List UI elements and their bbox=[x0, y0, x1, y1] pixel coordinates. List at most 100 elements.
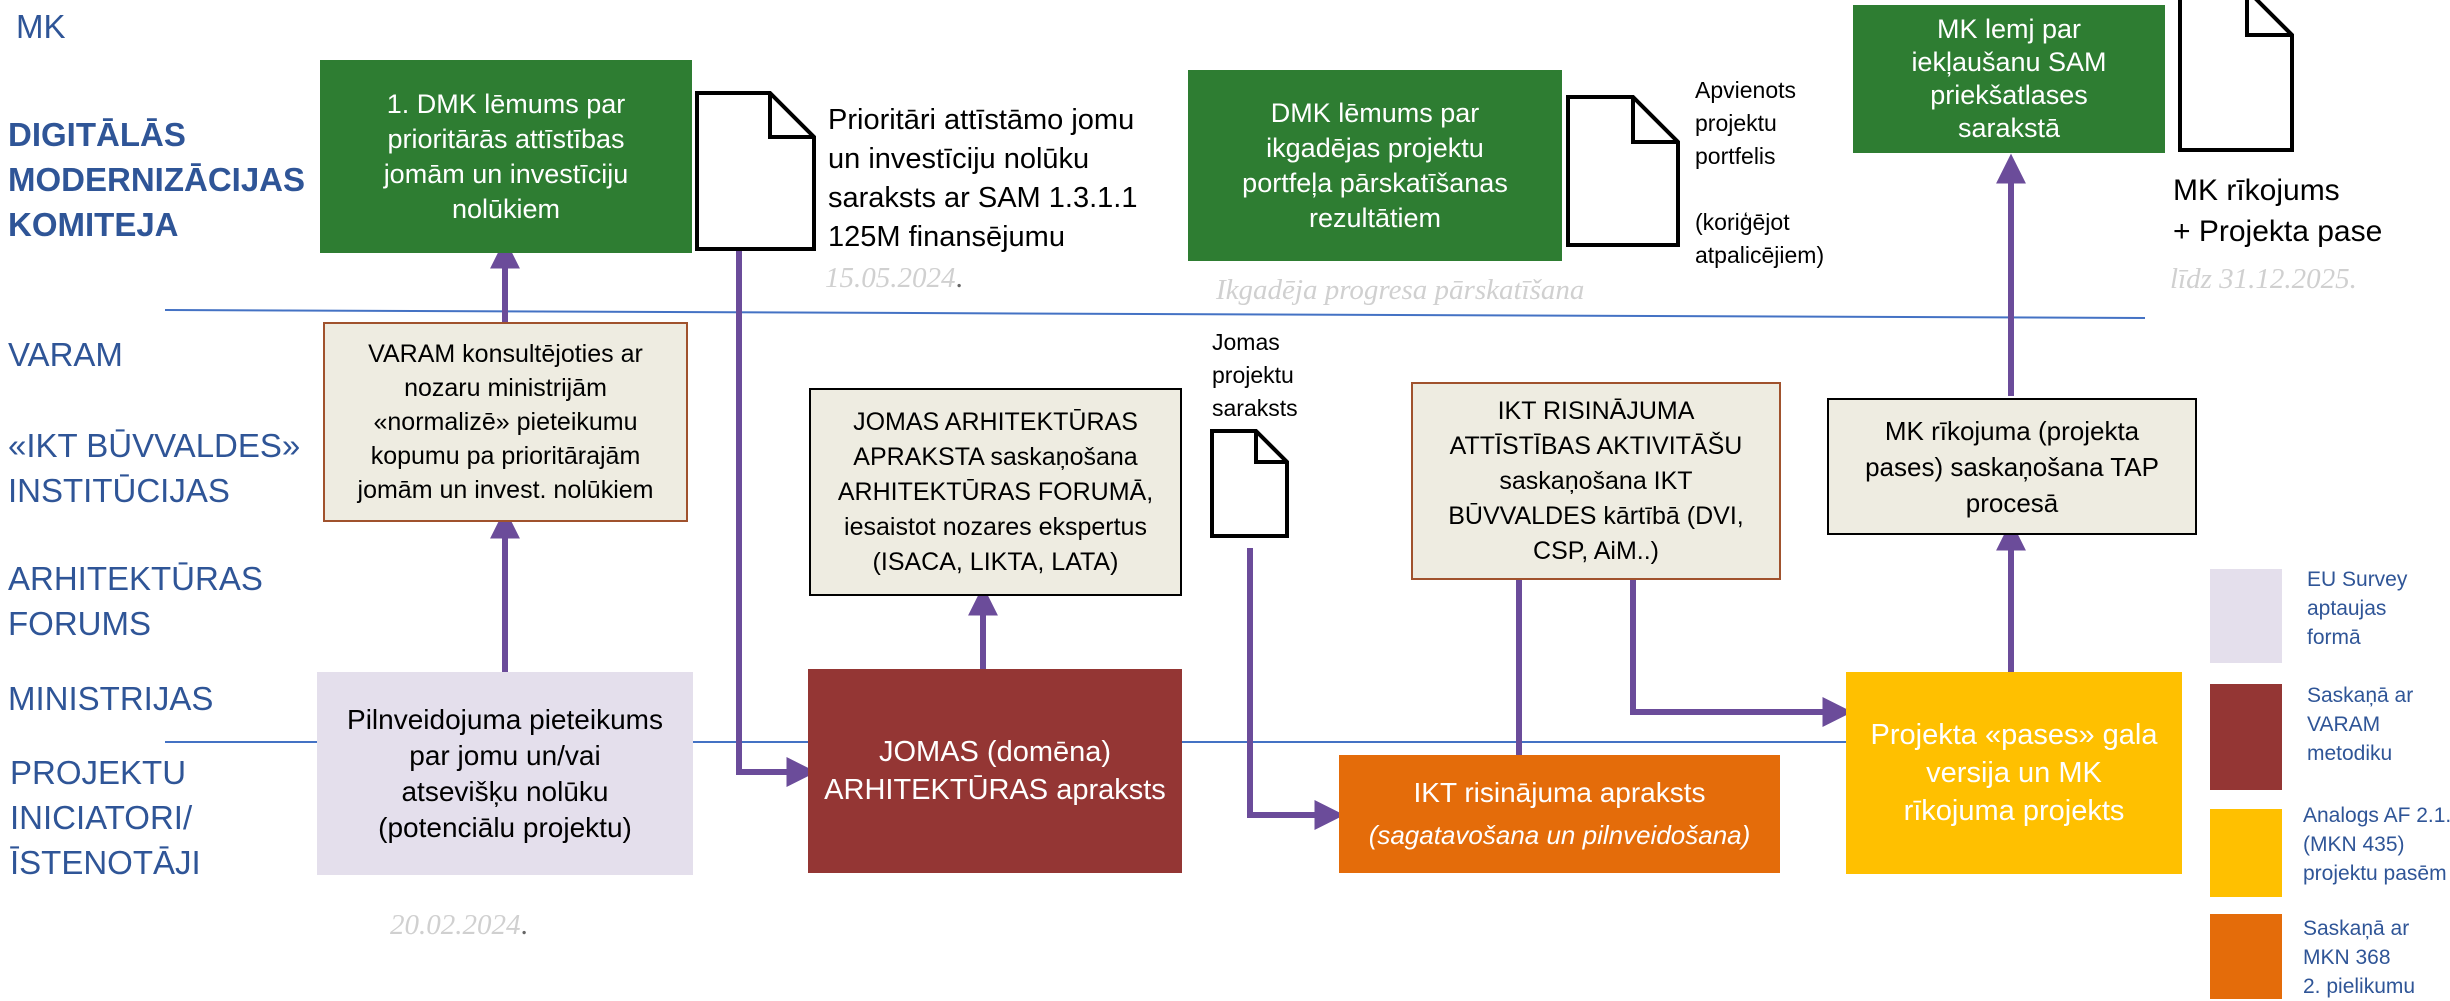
box-line: jomām un investīciju bbox=[383, 158, 629, 189]
box-line: Projekta «pases» gala bbox=[1870, 719, 2158, 751]
lane-iniciatori-line: ĪSTENOTĀJI bbox=[10, 844, 201, 881]
date-value: 20.02.2024 bbox=[390, 909, 521, 941]
document-icon-domain-projects bbox=[1210, 429, 1289, 538]
box-line: portfeļa pārskatīšanas bbox=[1242, 167, 1508, 198]
domain-projects-text: Jomas projektu saraksts bbox=[1212, 326, 1298, 425]
dmk-decision-2-box: DMK lēmums par ikgadējas projektu portfe… bbox=[1188, 70, 1562, 261]
lane-mk: MK bbox=[16, 8, 66, 45]
legend-label-eu-survey: EU Survey aptaujas formā bbox=[2307, 565, 2407, 652]
box-line: pases) saskaņošana TAP bbox=[1865, 451, 2159, 482]
legend-line: projektu pasēm bbox=[2303, 862, 2447, 885]
legend-line: MKN 368 bbox=[2303, 946, 2391, 969]
box-line: ARHITEKTŪRAS FORUMĀ, bbox=[837, 477, 1154, 506]
legend-swatch-mkn368 bbox=[2210, 914, 2282, 999]
lane-iniciatori-line: INICIATORI/ bbox=[10, 799, 193, 836]
text-line: projektu bbox=[1212, 362, 1294, 388]
box-line: «normalizē» pieteikumu bbox=[373, 408, 638, 436]
box-line: VARAM konsultējoties ar bbox=[368, 340, 643, 368]
text-line: Jomas bbox=[1212, 329, 1280, 355]
legend-swatch-varam bbox=[2210, 684, 2282, 790]
text-line: portfelis bbox=[1695, 143, 1776, 169]
box-line: (ISACA, LIKTA, LATA) bbox=[872, 547, 1119, 576]
arrow-doc-to-domain-arch bbox=[736, 250, 817, 787]
lane-dmk: DIGITĀLĀS MODERNIZĀCIJAS KOMITEJA bbox=[8, 112, 305, 247]
document-fold bbox=[768, 93, 814, 139]
legend-line: (MKN 435) bbox=[2303, 833, 2405, 856]
box-line: iesaistot nozares ekspertus bbox=[844, 512, 1147, 541]
text-line: Apvienots bbox=[1695, 77, 1797, 103]
legend-swatch-af bbox=[2210, 809, 2282, 897]
lane-dmk-line: KOMITEJA bbox=[8, 206, 179, 243]
box-line: nolūkiem bbox=[451, 193, 561, 224]
lane-ikt-line: «IKT BŪVVALDES» bbox=[8, 427, 301, 464]
portfolio-text: Apvienots projektu portfelis (koriģējot … bbox=[1695, 74, 1824, 272]
box-line: versija un MK bbox=[1926, 757, 2102, 789]
box-line: MK lemj par bbox=[1936, 14, 2082, 44]
box-line: CSP, AiM..) bbox=[1533, 536, 1659, 565]
deadline-label: līdz 31.12.2025. bbox=[2170, 263, 2357, 295]
box-line: kopumu pa prioritārajām bbox=[370, 442, 641, 470]
text-line: atpalicējiem) bbox=[1695, 242, 1825, 268]
legend-line: formā bbox=[2307, 626, 2361, 649]
text-line: 125M finansējumu bbox=[828, 221, 1065, 253]
lane-iniciatori: PROJEKTU INICIATORI/ ĪSTENOTĀJI bbox=[10, 750, 201, 885]
legend-line: 2. pielikumu bbox=[2303, 975, 2416, 998]
text-line bbox=[1695, 173, 1824, 206]
legend-line: aptaujas bbox=[2307, 597, 2387, 620]
lane-varam: VARAM bbox=[8, 336, 123, 373]
box-line: JOMAS (domēna) bbox=[878, 736, 1112, 768]
ikt-description-box: IKT risinājuma apraksts (sagatavošana un… bbox=[1339, 755, 1780, 873]
box-line: rezultātiem bbox=[1308, 202, 1442, 233]
text-line: + Projekta pase bbox=[2173, 215, 2383, 248]
box-subtitle: (sagatavošana un pilnveidošana) bbox=[1368, 820, 1751, 850]
document-icon-mk-order bbox=[2178, 0, 2294, 152]
arch-agreement-box: JOMAS ARHITEKTŪRAS APRAKSTA saskaņošana … bbox=[809, 388, 1182, 596]
domain-arch-box: JOMAS (domēna) ARHITEKTŪRAS apraksts bbox=[808, 669, 1182, 873]
date-value: 15.05.2024 bbox=[825, 262, 956, 294]
box-line: DMK lēmums par bbox=[1270, 97, 1480, 128]
box-line: priekšatlases bbox=[1930, 80, 2088, 110]
text-line: saraksts bbox=[1212, 395, 1298, 421]
box-title: IKT risinājuma apraksts bbox=[1413, 777, 1706, 808]
dmk-decision-1-box: 1. DMK lēmums par prioritārās attīstības… bbox=[320, 60, 692, 253]
box-line: procesā bbox=[1965, 487, 2059, 518]
application-box: Pilnveidojuma pieteikums par jomu un/vai… bbox=[317, 672, 693, 875]
legend-label-af: Analogs AF 2.1. (MKN 435) projektu pasēm bbox=[2303, 801, 2450, 888]
box-line: BŪVVALDES kārtībā (DVI, bbox=[1448, 501, 1744, 530]
legend-line: VARAM bbox=[2307, 713, 2381, 736]
date-dot: . bbox=[955, 262, 963, 294]
lane-divider-top bbox=[164, 309, 2146, 319]
box-line: jomām un invest. nolūkiem bbox=[357, 476, 654, 504]
annual-review-label: Ikgadēja progresa pārskatīšana bbox=[1216, 274, 1585, 306]
lane-dmk-line: DIGITĀLĀS bbox=[8, 116, 186, 153]
document-fold bbox=[2245, 0, 2292, 37]
arrow-ikt-activities-to-pass bbox=[1630, 580, 1853, 727]
text-line: saraksts ar SAM 1.3.1.1 bbox=[828, 182, 1138, 214]
box-line: IKT RISINĀJUMA bbox=[1497, 396, 1695, 425]
document-icon-portfolio bbox=[1566, 95, 1680, 247]
priority-list-text: Prioritāri attīstāmo jomu un investīciju… bbox=[828, 101, 1137, 257]
lane-ikt-line: INSTITŪCIJAS bbox=[8, 472, 230, 509]
box-line: rīkojuma projekts bbox=[1903, 795, 2125, 827]
text-line: MK rīkojums bbox=[2173, 174, 2340, 207]
box-line: JOMAS ARHITEKTŪRAS bbox=[853, 407, 1138, 436]
box-line: ATTĪSTĪBAS AKTIVITĀŠU bbox=[1449, 431, 1743, 460]
box-line: Pilnveidojuma pieteikums bbox=[347, 703, 663, 735]
date-20-02-2024: 20.02.2024. bbox=[390, 909, 528, 942]
legend-line: Analogs AF 2.1. bbox=[2303, 804, 2450, 827]
legend-line: Saskaņā ar bbox=[2303, 917, 2410, 940]
legend-line: metodiku bbox=[2307, 742, 2393, 765]
date-15-05-2024: 15.05.2024. bbox=[825, 262, 963, 295]
box-line: par jomu un/vai bbox=[409, 739, 601, 771]
box-line: nozaru ministrijām bbox=[404, 374, 607, 402]
ikt-activities-box: IKT RISINĀJUMA ATTĪSTĪBAS AKTIVITĀŠU sas… bbox=[1411, 382, 1781, 580]
box-line: 1. DMK lēmums par bbox=[386, 88, 626, 119]
box-line: ARHITEKTŪRAS apraksts bbox=[824, 774, 1166, 806]
arrow-projects-to-ikt-desc bbox=[1247, 548, 1345, 830]
box-line: APRAKSTA saskaņošana bbox=[853, 442, 1138, 471]
legend-label-mkn368: Saskaņā ar MKN 368 2. pielikumu bbox=[2303, 914, 2415, 1001]
legend-swatch-eu-survey bbox=[2210, 569, 2282, 663]
lane-forums: ARHITEKTŪRAS FORUMS bbox=[8, 556, 263, 646]
lane-dmk-line: MODERNIZĀCIJAS bbox=[8, 161, 306, 198]
mk-order-agreement-box: MK rīkojuma (projekta pases) saskaņošana… bbox=[1827, 398, 2197, 535]
